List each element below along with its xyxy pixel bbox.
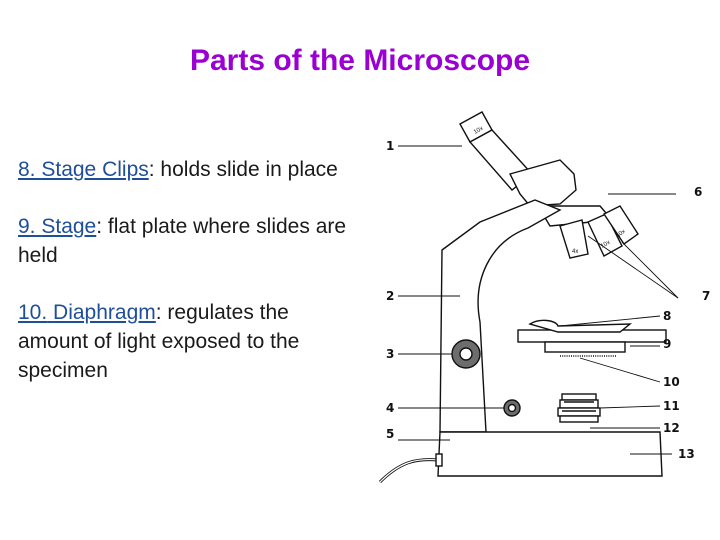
callout-3: 3 [386,347,394,361]
microscope-arm [439,199,562,433]
term-diaphragm: 10. Diaphragm [18,301,156,324]
page-title: Parts of the Microscope [189,44,531,77]
callout-12: 12 [663,421,680,435]
callout-5: 5 [386,427,394,441]
definition-text: : flat plate where slides are held [18,215,347,267]
callout-8: 8 [663,309,671,323]
callout-10: 10 [663,375,680,389]
condenser-diaphragm [557,393,601,423]
definition-text: : holds slide in place [148,158,338,181]
callout-9: 9 [663,337,671,351]
objective-mark: 4x [572,249,578,255]
callout-1: 1 [386,139,394,153]
callout-2: 2 [386,289,394,303]
callout-13: 13 [678,447,695,461]
objective-mark: 10x [600,240,611,250]
callout-11: 11 [663,399,680,413]
definition-stage: 9. Stage: flat plate where slides are he… [18,212,363,270]
definition-diaphragm: 10. Diaphragm: regulates the amount of l… [18,298,363,385]
eyepiece-mark: 10x [473,126,484,136]
stage [517,319,667,357]
callout-7: 7 [702,289,710,303]
callout-4: 4 [386,401,394,415]
objective-lenses: 4x 10x 40x [559,205,639,259]
definition-stage-clips: 8. Stage Clips: holds slide in place [18,155,363,184]
term-stage: 9. Stage [18,215,97,238]
definition-text: : regulates the amount of light exposed … [18,301,300,382]
definitions-list: 8. Stage Clips: holds slide in place 9. … [18,155,363,413]
objective-mark: 40x [615,229,626,240]
microscope-head [508,159,577,207]
callout-6: 6 [694,185,702,199]
term-stage-clips: 8. Stage Clips [18,158,149,181]
microscope-base [437,431,663,477]
microscope-diagram: 10x 4x 10x 40x [378,111,710,484]
